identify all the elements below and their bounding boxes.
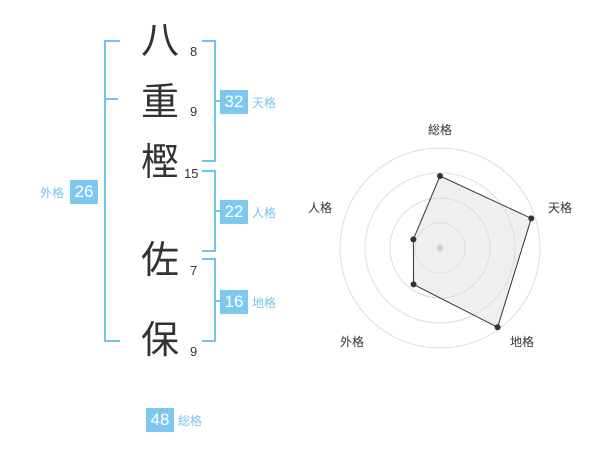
bracket-chikaku-stem xyxy=(214,300,220,302)
stroke-count-1: 8 xyxy=(190,44,198,59)
radar-axis-label-chikaku: 地格 xyxy=(510,335,535,349)
jinkaku-value-badge: 22 xyxy=(220,200,248,224)
radar-center-dot xyxy=(437,245,443,251)
name-char-5: 保 xyxy=(140,318,179,362)
name-char-4: 佐 xyxy=(140,238,179,282)
bracket-gaikaku-inner-tick xyxy=(104,98,118,100)
stroke-count-5: 9 xyxy=(190,344,198,359)
radar-series-polygon xyxy=(412,175,532,328)
radar-axis-label-tenkaku: 天格 xyxy=(548,201,573,215)
chikaku-value-badge: 16 xyxy=(220,290,248,314)
tenkaku-label: 天格 xyxy=(252,96,277,110)
stroke-count-3: 15 xyxy=(184,166,199,181)
jinkaku-label: 人格 xyxy=(252,206,277,220)
radar-point-2 xyxy=(494,324,501,331)
name-char-2: 重 xyxy=(140,80,179,124)
name-char-1: 八 xyxy=(140,18,179,62)
bracket-gaikaku xyxy=(104,40,120,342)
tenkaku-value-badge: 32 xyxy=(220,90,248,114)
radar-axis-label-jinkaku: 人格 xyxy=(308,201,333,215)
chikaku-label: 地格 xyxy=(252,296,277,310)
gaikaku-label: 外格 xyxy=(40,186,65,200)
radar-point-1 xyxy=(528,215,535,222)
soukaku-label: 総格 xyxy=(178,414,203,428)
bracket-tenkaku-stem xyxy=(214,100,220,102)
soukaku-value-badge: 48 xyxy=(146,408,174,432)
radar-axis-label-soukaku: 総格 xyxy=(428,123,453,137)
radar-point-3 xyxy=(410,281,417,288)
gaikaku-value-badge: 26 xyxy=(70,180,98,204)
name-char-3: 樫 xyxy=(140,140,179,184)
stroke-count-4: 7 xyxy=(190,263,198,278)
stroke-count-2: 9 xyxy=(190,104,198,119)
radar-axis-label-gaikaku: 外格 xyxy=(340,335,365,349)
radar-ring-1 xyxy=(414,222,466,274)
radar-point-0 xyxy=(437,173,443,179)
radar-point-4 xyxy=(410,236,417,243)
bracket-jinkaku-stem xyxy=(214,210,220,212)
